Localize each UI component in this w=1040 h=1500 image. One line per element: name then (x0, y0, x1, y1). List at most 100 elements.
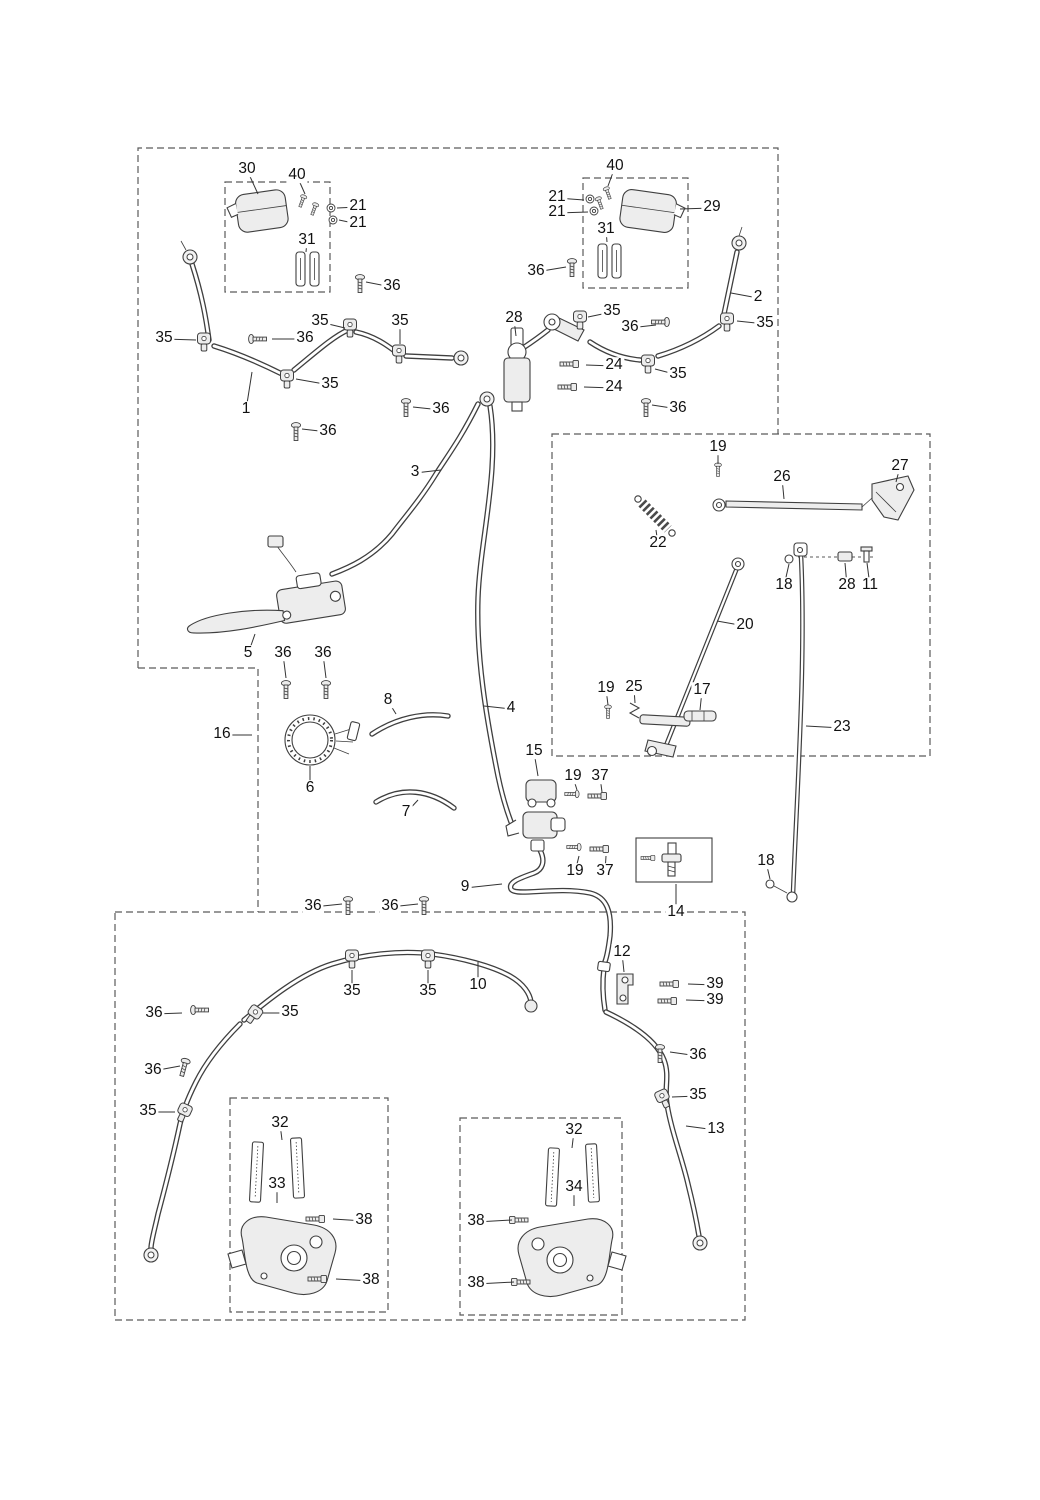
part-label-38: 38 (465, 1212, 487, 1230)
part-label-19: 19 (562, 767, 584, 785)
hose-bracket (597, 960, 634, 1005)
master-cylinder-center (503, 327, 531, 412)
part-label-35: 35 (687, 1086, 709, 1104)
part-label-1: 1 (239, 400, 253, 418)
hose-junction-block (505, 779, 566, 852)
part-label-8: 8 (381, 691, 395, 709)
part-label-22: 22 (647, 534, 669, 552)
reservoir-cover-right (619, 189, 686, 233)
part-label-7: 7 (399, 803, 413, 821)
part-label-20: 20 (734, 616, 756, 634)
part-label-37: 37 (589, 767, 611, 785)
part-label-9: 9 (458, 878, 472, 896)
dashed-boundaries (114, 147, 931, 1321)
part-label-27: 27 (889, 457, 911, 475)
part-label-13: 13 (705, 1120, 727, 1138)
part-label-21: 21 (347, 214, 369, 232)
components (143, 189, 915, 1298)
banjo-fitting (182, 249, 198, 265)
part-label-35: 35 (309, 312, 331, 330)
brake-caliper-rear (517, 1218, 627, 1298)
part-label-35: 35 (153, 329, 175, 347)
part-label-28: 28 (836, 576, 858, 594)
rear-brake-linkage (628, 475, 915, 903)
part-label-10: 10 (467, 976, 489, 994)
wire-connector (267, 535, 284, 548)
part-label-35: 35 (137, 1102, 159, 1120)
part-label-38: 38 (353, 1211, 375, 1229)
hose-junction-switch (543, 313, 585, 342)
part-label-32: 32 (563, 1121, 585, 1139)
part-label-38: 38 (465, 1274, 487, 1292)
part-label-34: 34 (563, 1178, 585, 1196)
brake-caliper-front (227, 1216, 337, 1296)
bleed-valve-detail (635, 837, 713, 883)
part-label-4: 4 (504, 699, 518, 717)
part-label-12: 12 (611, 943, 633, 961)
part-label-31: 31 (296, 231, 318, 249)
part-label-36: 36 (317, 422, 339, 440)
part-label-36: 36 (619, 318, 641, 336)
part-label-35: 35 (754, 314, 776, 332)
part-label-15: 15 (523, 742, 545, 760)
part-label-5: 5 (241, 644, 255, 662)
part-label-35: 35 (601, 302, 623, 320)
diaphragm-plates-right (597, 243, 622, 279)
part-label-37: 37 (594, 862, 616, 880)
part-label-18: 18 (755, 852, 777, 870)
part-label-18: 18 (773, 576, 795, 594)
leader-lines (148, 166, 901, 1285)
caution-disc (284, 714, 361, 766)
part-label-11: 11 (859, 576, 881, 594)
part-label-36: 36 (525, 262, 547, 280)
part-label-3: 3 (408, 463, 422, 481)
part-label-33: 33 (266, 1175, 288, 1193)
brake-pads-right (545, 1143, 600, 1207)
banjo-fitting (692, 1235, 708, 1251)
part-label-16: 16 (211, 725, 233, 743)
part-label-24: 24 (603, 378, 625, 396)
part-label-14: 14 (665, 903, 687, 921)
part-label-2: 2 (751, 288, 765, 306)
banjo-fitting (479, 391, 495, 407)
part-label-32: 32 (269, 1114, 291, 1132)
banjo-fitting (453, 350, 469, 366)
part-label-35: 35 (341, 982, 363, 1000)
part-label-21: 21 (546, 203, 568, 221)
part-label-35: 35 (667, 365, 689, 383)
part-label-21: 21 (347, 197, 369, 215)
banjo-fitting (143, 1247, 159, 1263)
part-label-36: 36 (430, 400, 452, 418)
diaphragm-plates-left (295, 251, 320, 287)
part-label-36: 36 (687, 1046, 709, 1064)
part-label-36: 36 (272, 644, 294, 662)
part-label-35: 35 (319, 375, 341, 393)
part-label-36: 36 (667, 399, 689, 417)
reservoir-cover-left (226, 189, 289, 233)
part-label-17: 17 (691, 681, 713, 699)
part-label-36: 36 (381, 277, 403, 295)
part-label-31: 31 (595, 220, 617, 238)
part-label-35: 35 (417, 982, 439, 1000)
switch-wire (276, 545, 297, 573)
part-label-36: 36 (379, 897, 401, 915)
brake-pads-left (248, 1137, 306, 1203)
part-label-25: 25 (623, 678, 645, 696)
part-label-35: 35 (279, 1003, 301, 1021)
part-label-19: 19 (595, 679, 617, 697)
part-label-40: 40 (604, 157, 626, 175)
part-label-19: 19 (564, 862, 586, 880)
part-label-6: 6 (303, 779, 317, 797)
part-label-29: 29 (701, 198, 723, 216)
part-label-36: 36 (143, 1004, 165, 1022)
part-label-38: 38 (360, 1271, 382, 1289)
part-label-36: 36 (312, 644, 334, 662)
part-label-21: 21 (546, 188, 568, 206)
hose-end-grommet (524, 999, 538, 1013)
banjo-fitting (731, 235, 747, 251)
part-label-40: 40 (286, 166, 308, 184)
part-label-30: 30 (236, 160, 258, 178)
part-label-19: 19 (707, 438, 729, 456)
